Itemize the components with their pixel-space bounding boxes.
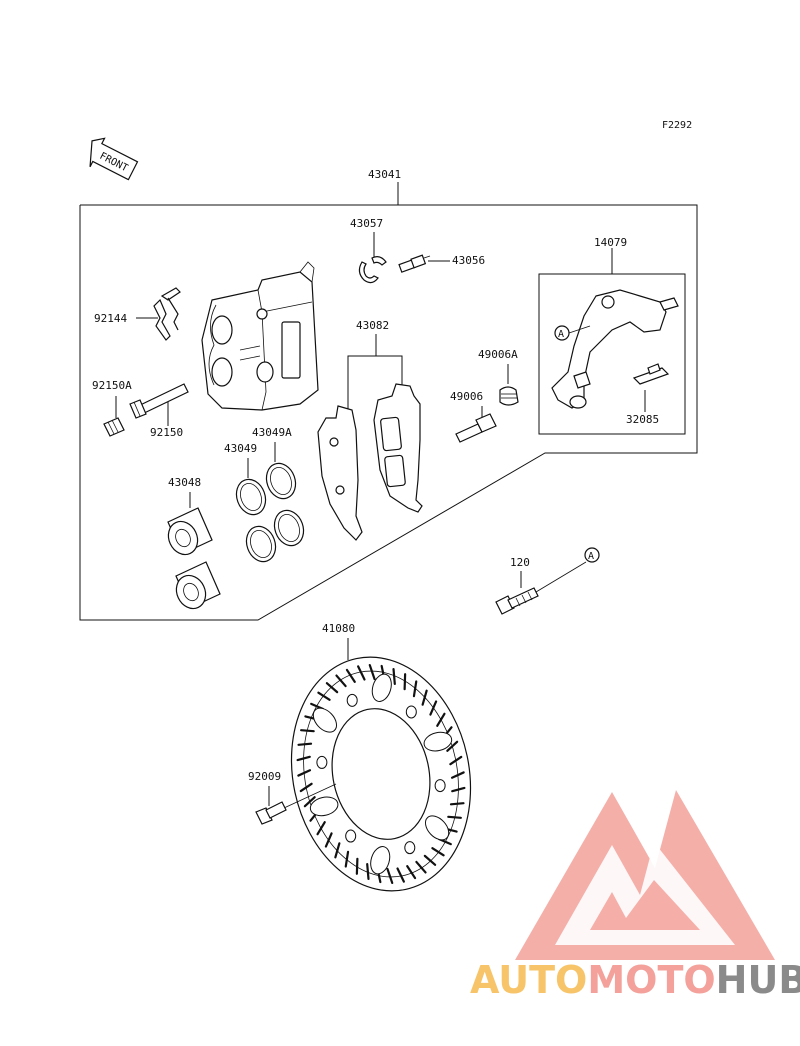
bleed-valve-icon	[398, 254, 431, 273]
pad-pin-icon	[129, 383, 189, 419]
part-label-14079: 14079	[594, 236, 627, 249]
disc-slot	[421, 689, 428, 706]
disc-mount-hole	[405, 705, 417, 719]
part-label-41080: 41080	[322, 622, 355, 635]
disc-slot	[368, 663, 376, 681]
disc-slot	[325, 682, 339, 694]
pad-spring-icon	[153, 287, 181, 341]
front-arrow-icon: FRONT	[89, 137, 139, 181]
disc-slot	[316, 821, 326, 836]
disc-slot	[436, 712, 446, 727]
disc-lightening-cutout	[309, 796, 339, 817]
svg-text:A: A	[588, 551, 594, 562]
disc-slot	[297, 742, 313, 746]
disc-slot	[423, 854, 437, 866]
brand-part-2: MOTO	[587, 958, 716, 1002]
bracket-box	[538, 248, 686, 435]
disc-slot	[299, 782, 313, 793]
disc-slot	[300, 729, 315, 733]
disc-slot	[447, 815, 462, 819]
part-label-43056: 43056	[452, 254, 485, 267]
disc-slot	[386, 867, 394, 885]
disc-lightening-cutout	[371, 673, 392, 702]
disc-lightening-cutout	[424, 815, 450, 841]
brake-pad-right-icon	[373, 383, 423, 513]
caliper-bracket-icon	[551, 289, 679, 409]
disc-slot	[335, 674, 347, 688]
brand-part-3: HUB	[715, 958, 800, 1002]
disc-slot	[303, 796, 316, 808]
automotohub-logo-icon	[515, 790, 775, 960]
disc-mount-hole	[434, 779, 446, 793]
part-label-92144: 92144	[94, 312, 127, 325]
disc-mount-hole	[404, 841, 416, 855]
part-label-43048: 43048	[168, 476, 201, 489]
disc-slot	[355, 857, 359, 875]
disc-bolt-icon	[255, 801, 287, 825]
disc-lightening-cutout	[423, 731, 453, 752]
disc-slot	[317, 691, 331, 701]
disc-slot	[345, 668, 356, 683]
plug-icon	[103, 417, 125, 437]
pad-spring-plate-icon	[632, 363, 670, 385]
part-label-49006: 49006	[450, 390, 483, 403]
disc-slot	[392, 667, 396, 686]
disc-slot	[344, 850, 350, 868]
ref-circle-a2-icon: A	[584, 547, 600, 563]
disc-slot	[429, 700, 438, 716]
piston-seals-icon	[235, 462, 305, 563]
brand-part-1: AUTO	[470, 958, 588, 1002]
ref-circle-a-icon: A	[554, 325, 570, 341]
disc-slot	[415, 860, 427, 874]
part-label-120: 120	[510, 556, 530, 569]
part-label-32085: 32085	[626, 413, 659, 426]
disc-slot	[451, 786, 466, 793]
part-label-92150A: 92150A	[92, 379, 132, 392]
part-label-43041: 43041	[368, 168, 401, 181]
part-label-43057: 43057	[350, 217, 383, 230]
disc-mount-hole	[346, 693, 358, 707]
disc-slot	[449, 802, 465, 806]
caliper-assembly-box	[79, 182, 698, 621]
pistons-icon	[167, 507, 221, 610]
disc-mount-hole	[316, 755, 328, 769]
disc-slot	[366, 862, 370, 881]
disc-slot	[334, 842, 341, 859]
disc-slot	[396, 867, 405, 883]
bleed-cap-icon	[358, 256, 387, 284]
part-label-43049A: 43049A	[252, 426, 292, 439]
svg-text:A: A	[558, 329, 564, 340]
brake-disc-icon	[290, 656, 472, 892]
disc-slot	[403, 673, 407, 691]
disc-slot	[296, 755, 311, 762]
disc-slot	[357, 665, 366, 681]
disc-slot	[324, 832, 333, 848]
slide-pin-icon	[455, 413, 497, 443]
disc-mount-hole	[345, 829, 357, 843]
part-label-92009: 92009	[248, 770, 281, 783]
part-label-92150: 92150	[150, 426, 183, 439]
brand-wordmark: AUTOMOTOHUB	[470, 958, 800, 1008]
disc-slot	[449, 755, 463, 766]
dust-boot-icon	[499, 386, 519, 406]
caliper-body-icon	[201, 261, 319, 411]
disc-slot	[431, 847, 445, 857]
disc-lightening-cutout	[370, 846, 391, 875]
disc-slot	[446, 740, 459, 752]
part-label-43082: 43082	[356, 319, 389, 332]
disc-lightening-cutout	[312, 707, 338, 733]
caliper-bolt-icon	[495, 587, 539, 615]
part-label-49006A: 49006A	[478, 348, 518, 361]
disc-slot	[406, 865, 417, 880]
disc-slot	[450, 771, 465, 779]
part-label-43049: 43049	[224, 442, 257, 455]
brake-pad-left-icon	[317, 405, 363, 541]
figure-code: F2292	[662, 120, 692, 131]
disc-slot	[412, 680, 418, 698]
disc-slot	[297, 769, 312, 777]
